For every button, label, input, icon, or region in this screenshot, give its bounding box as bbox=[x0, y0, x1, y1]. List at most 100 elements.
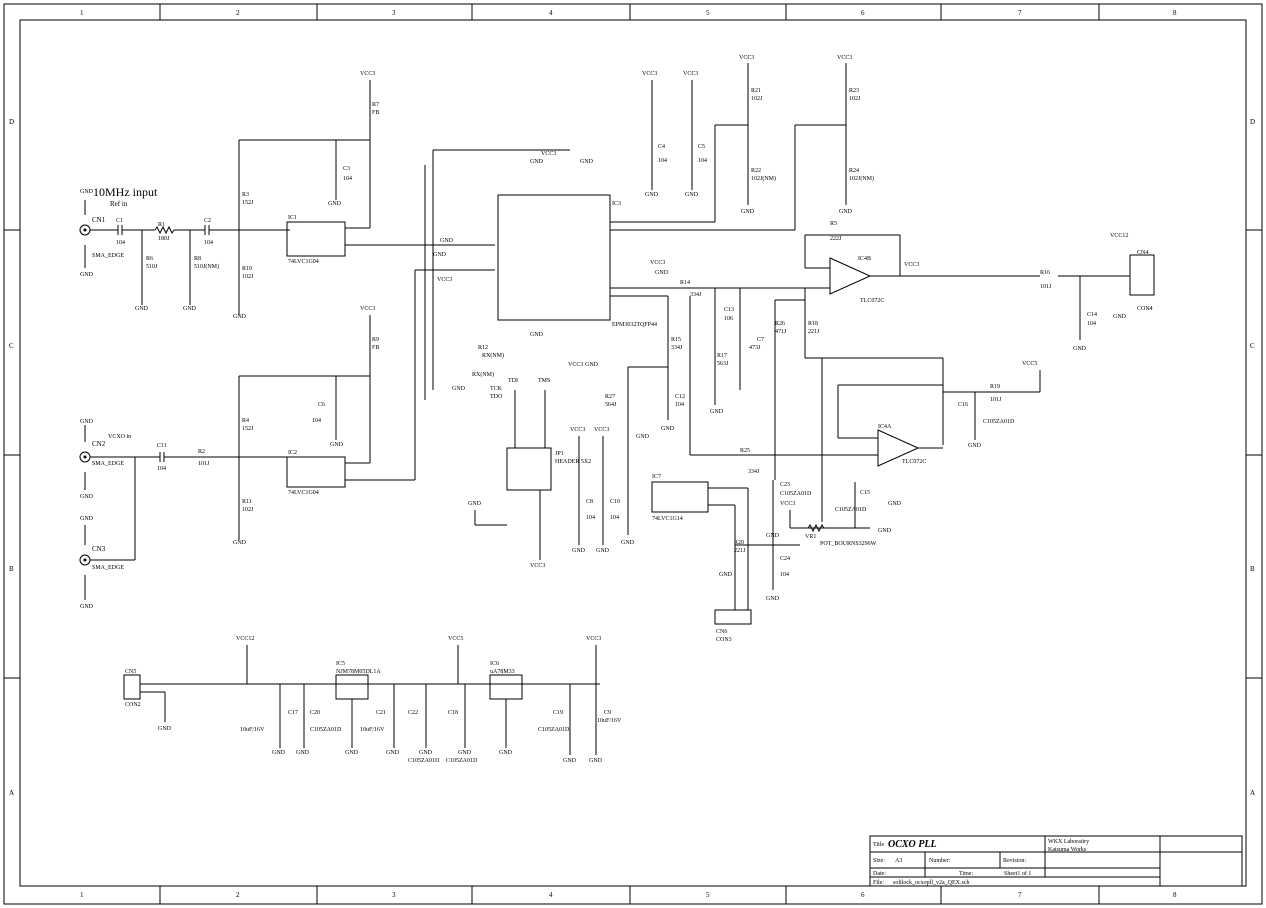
svg-text:GND: GND bbox=[596, 548, 610, 554]
svg-text:IC4A: IC4A bbox=[878, 424, 892, 430]
svg-text:GND: GND bbox=[158, 726, 172, 732]
svg-text:10uF/16V: 10uF/16V bbox=[360, 727, 385, 733]
svg-text:10uF/16V: 10uF/16V bbox=[597, 718, 622, 724]
svg-text:C18: C18 bbox=[448, 710, 458, 716]
svg-text:104: 104 bbox=[780, 572, 789, 578]
svg-text:R20: R20 bbox=[734, 540, 744, 546]
svg-text:R14: R14 bbox=[680, 280, 690, 286]
svg-text:GND: GND bbox=[458, 750, 472, 756]
svg-text:R7: R7 bbox=[372, 102, 379, 108]
svg-text:CON4: CON4 bbox=[1137, 306, 1153, 312]
svg-text:VCC3: VCC3 bbox=[360, 71, 375, 77]
svg-text:R19: R19 bbox=[990, 384, 1000, 390]
svg-text:TLC072C: TLC072C bbox=[902, 459, 926, 465]
col-label: 5 bbox=[706, 891, 710, 899]
svg-text:VCC3: VCC3 bbox=[683, 71, 698, 77]
svg-text:VCC3: VCC3 bbox=[586, 636, 601, 642]
svg-text:GND: GND bbox=[621, 540, 635, 546]
label-cn1: CN1 bbox=[92, 216, 106, 224]
svg-text:R27: R27 bbox=[605, 394, 615, 400]
svg-text:Revision:: Revision: bbox=[1003, 858, 1026, 864]
svg-text:GND: GND bbox=[968, 443, 982, 449]
row-label: D bbox=[1250, 118, 1255, 126]
svg-text:R4: R4 bbox=[242, 418, 249, 424]
svg-text:R21: R21 bbox=[751, 88, 761, 94]
svg-text:C16: C16 bbox=[958, 402, 968, 408]
svg-text:R5: R5 bbox=[830, 221, 837, 227]
svg-text:471J: 471J bbox=[775, 329, 787, 335]
svg-text:221J: 221J bbox=[734, 548, 746, 554]
svg-text:334J: 334J bbox=[690, 292, 702, 298]
ic1: R3 152J R10 102J GND IC1 74LVC1G04 VCC3 … bbox=[233, 71, 420, 320]
svg-text:VCC3: VCC3 bbox=[837, 55, 852, 61]
svg-text:VCC3: VCC3 bbox=[780, 501, 795, 507]
svg-text:334J: 334J bbox=[671, 345, 683, 351]
svg-text:563J: 563J bbox=[717, 361, 729, 367]
svg-text:C20: C20 bbox=[310, 710, 320, 716]
svg-text:R15: R15 bbox=[671, 337, 681, 343]
svg-text:GND: GND bbox=[440, 238, 454, 244]
svg-text:SMA_EDGE: SMA_EDGE bbox=[92, 461, 124, 467]
col-label: 8 bbox=[1173, 9, 1177, 17]
input-title: 10MHz input bbox=[93, 185, 158, 199]
svg-text:GND: GND bbox=[585, 362, 599, 368]
svg-text:VCC3: VCC3 bbox=[437, 277, 452, 283]
svg-text:104: 104 bbox=[675, 402, 684, 408]
jp1-header: JP1 HEADER 5X2 VCC3 GND bbox=[468, 390, 591, 569]
svg-text:RX(NM): RX(NM) bbox=[482, 352, 504, 359]
title-block: Title OCXO PLL WKX Laboratiry Katsuma Wo… bbox=[869, 835, 1243, 887]
svg-text:VCC3: VCC3 bbox=[541, 151, 556, 157]
svg-text:102J(NM): 102J(NM) bbox=[849, 175, 874, 182]
svg-text:GND: GND bbox=[296, 750, 310, 756]
svg-text:SMA_EDGE: SMA_EDGE bbox=[92, 253, 124, 259]
svg-text:NJM78M05DL1A: NJM78M05DL1A bbox=[336, 669, 381, 675]
svg-text:GND: GND bbox=[80, 419, 94, 425]
input-10mhz: 10MHz input Ref in CN1 GND GND SMA_EDGE … bbox=[79, 185, 290, 312]
svg-text:SMA_EDGE: SMA_EDGE bbox=[92, 565, 124, 571]
svg-text:R8: R8 bbox=[194, 256, 201, 262]
svg-text:VCC3: VCC3 bbox=[594, 427, 609, 433]
ic4a-opamp: IC4A TLC072C R25 334J GND R19 101J VCC5 … bbox=[689, 296, 1041, 507]
svg-text:HEADER 5X2: HEADER 5X2 bbox=[555, 459, 591, 465]
svg-text:GND: GND bbox=[330, 442, 344, 448]
svg-text:104: 104 bbox=[586, 515, 595, 521]
svg-text:GND: GND bbox=[572, 548, 586, 554]
svg-text:C105ZA01D: C105ZA01D bbox=[408, 758, 440, 764]
svg-text:GND: GND bbox=[80, 516, 94, 522]
svg-text:VCC3: VCC3 bbox=[530, 563, 545, 569]
svg-text:C105ZA01D: C105ZA01D bbox=[538, 727, 570, 733]
col-label: 5 bbox=[706, 9, 710, 17]
svg-text:GND: GND bbox=[452, 386, 466, 392]
svg-text:C22: C22 bbox=[408, 710, 418, 716]
col-label: 6 bbox=[861, 9, 865, 17]
svg-text:GND: GND bbox=[580, 159, 594, 165]
power-section: CN5 CON2 GND VCC12 C17 10uF/16V GND C20 … bbox=[123, 636, 622, 764]
svg-text:WKX Laboratiry: WKX Laboratiry bbox=[1048, 839, 1089, 845]
ic7-section: VCC3 C8 104 GND VCC3 C10 104 GND IC7 74L… bbox=[570, 427, 812, 643]
svg-text:C5: C5 bbox=[698, 144, 705, 150]
svg-text:IC2: IC2 bbox=[288, 450, 297, 456]
svg-text:C10: C10 bbox=[610, 499, 620, 505]
svg-text:IC7: IC7 bbox=[652, 474, 661, 480]
svg-text:102J: 102J bbox=[849, 96, 861, 102]
row-label: B bbox=[9, 565, 14, 573]
svg-text:GND: GND bbox=[386, 750, 400, 756]
svg-text:GND: GND bbox=[766, 596, 780, 602]
svg-text:GND: GND bbox=[433, 252, 447, 258]
col-label: 1 bbox=[80, 9, 84, 17]
svg-text:CN6: CN6 bbox=[716, 629, 727, 635]
svg-text:RX(NM): RX(NM) bbox=[472, 371, 494, 378]
svg-text:FB: FB bbox=[372, 110, 379, 116]
svg-text:GND: GND bbox=[233, 540, 247, 546]
svg-text:GND: GND bbox=[563, 758, 577, 764]
svg-text:101J: 101J bbox=[1040, 284, 1052, 290]
input-vcxo: VCXO in CN2 GND GND SMA_EDGE C11 104 R2 … bbox=[79, 419, 290, 610]
svg-text:104: 104 bbox=[343, 176, 352, 182]
svg-text:104: 104 bbox=[658, 158, 667, 164]
svg-text:Sheet1 of 1: Sheet1 of 1 bbox=[1004, 870, 1031, 877]
svg-text:GND: GND bbox=[80, 494, 94, 500]
col-label: 3 bbox=[392, 891, 396, 899]
svg-text:C6: C6 bbox=[318, 402, 325, 408]
svg-text:510J: 510J bbox=[146, 264, 158, 270]
title-text: OCXO PLL bbox=[888, 839, 937, 850]
